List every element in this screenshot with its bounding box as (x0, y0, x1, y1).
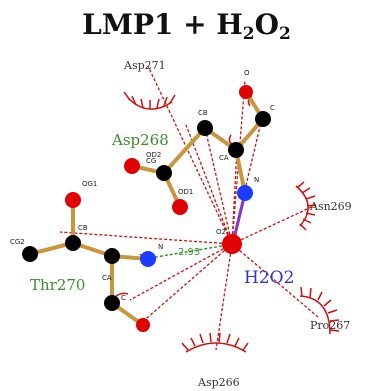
label-c270: C (121, 294, 126, 302)
atom-o-top (239, 85, 253, 99)
hbond-distance: 2.93 (178, 247, 200, 258)
atom-od2 (124, 158, 140, 174)
atom-ca268 (228, 142, 244, 158)
contact-asp266-line (215, 243, 233, 351)
atom-cg (156, 165, 172, 181)
label-n268: N (254, 176, 259, 184)
atom-cg2 (22, 246, 38, 262)
title-sub-2: 2 (279, 24, 291, 44)
label-ca270: CA (102, 274, 112, 282)
atom-od1 (172, 199, 188, 215)
page-title: LMP1 + H2O2 (0, 8, 373, 44)
hbond-line (149, 244, 229, 259)
contact-cb268b-line (185, 124, 233, 245)
atom-cb270 (65, 235, 81, 251)
label-ca268: CA (219, 154, 229, 162)
hydrophobic-contacts (59, 65, 319, 351)
residue-thr270: Thr270 (30, 276, 85, 294)
asp271-arc-icon (123, 91, 176, 110)
label-n270: N (158, 243, 163, 251)
label-cg2: CG2 (10, 238, 25, 246)
residue-pro267: Pro267 (310, 319, 350, 332)
atom-cb268 (197, 120, 213, 136)
atom-c-top (255, 111, 271, 127)
label-cg: CG (146, 157, 156, 165)
contact-thr270-line (59, 231, 233, 245)
atom-ca270 (104, 248, 120, 264)
atom-labels: O C CB CA N OD2 CG OD1 OG1 CG2 CB N CA C… (10, 69, 275, 302)
title-sub-1: 2 (242, 24, 255, 44)
atoms (22, 85, 271, 332)
label-o-top: O (244, 69, 250, 77)
label-od1: OD1 (178, 188, 193, 196)
atom-og1 (65, 192, 81, 208)
label-cb268: CB (198, 109, 208, 117)
label-od2: OD2 (146, 151, 161, 159)
atom-n268 (237, 185, 253, 201)
ligand-label: H2O2 (244, 268, 294, 288)
label-c-top: C (270, 104, 275, 112)
label-o2: O2 (216, 228, 226, 236)
atom-o270 (136, 318, 150, 332)
label-og1: OG1 (82, 180, 97, 188)
title-mid: O (254, 8, 280, 41)
contact-c270-line (129, 243, 233, 301)
residue-asp266: Asp266 (197, 376, 240, 389)
atom-n270 (140, 251, 156, 267)
thr270-bonds (28, 198, 150, 327)
c270-arc (115, 292, 129, 297)
atom-c270 (104, 295, 120, 311)
atom-o2-ligand (222, 234, 242, 254)
label-cb270: CB (78, 224, 88, 232)
residue-asn269: Asn269 (309, 200, 352, 213)
title-main: LMP1 + H (82, 8, 243, 41)
residue-asp268: Asp268 (111, 131, 169, 149)
contact-pro267-line (231, 243, 319, 318)
contact-asp271-line (147, 65, 233, 245)
asp266-arc-icon (181, 332, 249, 353)
asn269-arc-icon (295, 181, 317, 231)
contact-asn269-line (231, 203, 319, 245)
contact-o270-line (139, 243, 233, 325)
residue-asp271: Asp271 (123, 59, 166, 72)
pro267-arc-icon (299, 286, 340, 335)
